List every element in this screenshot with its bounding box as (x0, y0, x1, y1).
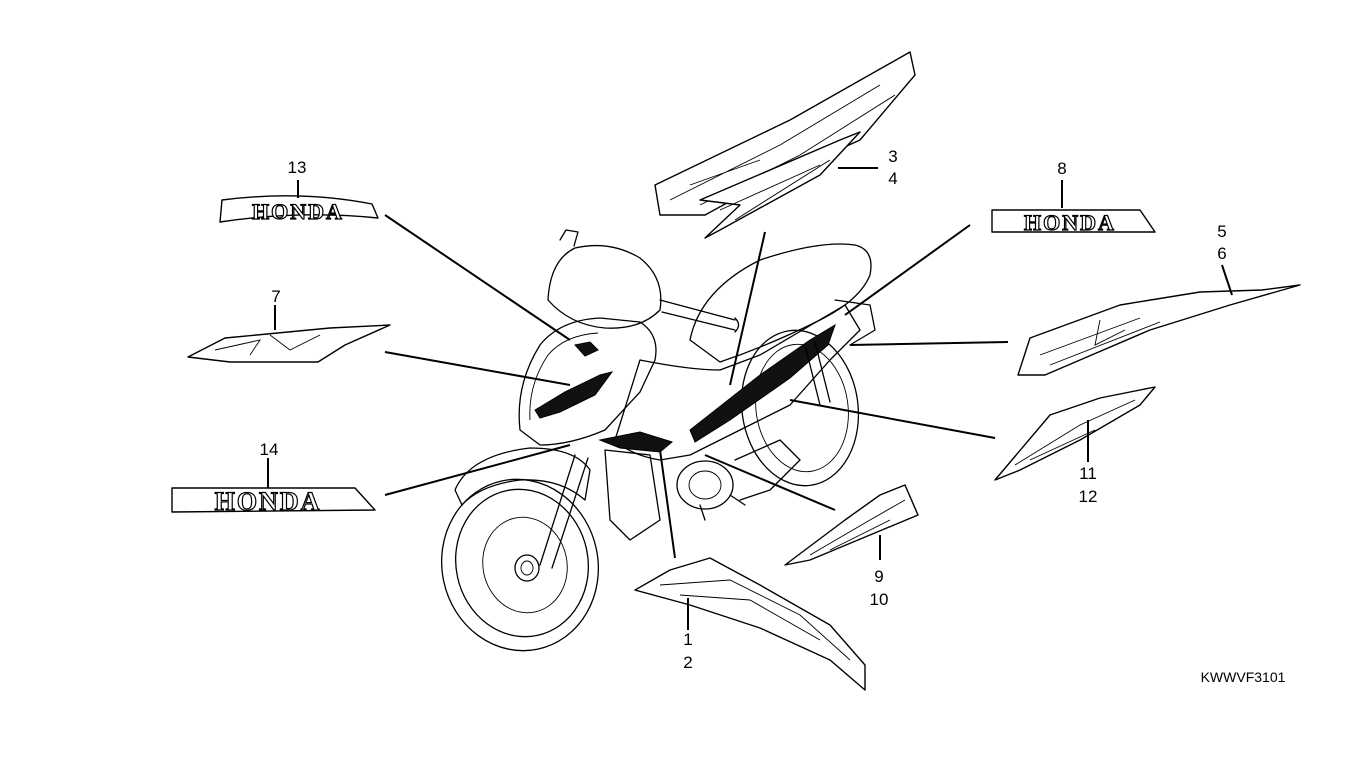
callout-2: 2 (683, 653, 692, 672)
cowl-stripe (534, 371, 614, 419)
front-wheel (440, 478, 600, 652)
honda-emblem-13: HONDA (219, 195, 379, 225)
callout-12: 12 (1079, 487, 1098, 506)
rear-shock (804, 341, 831, 406)
rear-tail (834, 299, 876, 346)
seat (689, 243, 872, 363)
callout-11: 11 (1079, 464, 1097, 483)
decal-5-6 (1017, 284, 1301, 376)
motorcycle-illustration (440, 229, 876, 652)
callout-6: 6 (1217, 244, 1226, 263)
callout-3: 3 (888, 147, 897, 166)
decal-7 (187, 324, 391, 363)
decal-3-4 (654, 51, 916, 239)
front-cowl (518, 317, 657, 446)
decal-9-10 (784, 484, 919, 566)
handlebar-cover (547, 244, 662, 329)
lower-cowl (604, 449, 661, 541)
callout-5: 5 (1217, 222, 1226, 241)
callout-4: 4 (888, 169, 897, 188)
front-fender (454, 447, 591, 506)
honda-emblem-8-text: HONDA (1024, 210, 1116, 235)
rear-wheel (740, 329, 860, 487)
honda-emblem-14: HONDA (171, 486, 376, 517)
front-fork (539, 454, 589, 569)
honda-emblem-8: HONDA (991, 209, 1156, 236)
callout-13: 13 (288, 158, 307, 177)
honda-emblem-14-text: HONDA (215, 487, 322, 516)
engine (676, 439, 801, 521)
callout-9: 9 (874, 567, 883, 586)
leader-lines (267, 167, 1233, 630)
callout-14: 14 (260, 440, 279, 459)
honda-emblem-13-text: HONDA (252, 199, 344, 224)
body-panel (614, 304, 861, 461)
callout-labels: 13 7 14 3 4 8 5 6 11 12 9 10 1 2 (260, 147, 1227, 672)
callout-10: 10 (870, 590, 889, 609)
side-stripe (689, 323, 836, 443)
decal-1-2 (634, 557, 866, 691)
diagram-code: KWWVF3101 (1201, 669, 1286, 685)
handlebar (659, 299, 736, 331)
callout-7: 7 (271, 287, 280, 306)
callout-8: 8 (1057, 159, 1066, 178)
decal-11-12 (994, 386, 1156, 481)
callout-1: 1 (683, 630, 692, 649)
